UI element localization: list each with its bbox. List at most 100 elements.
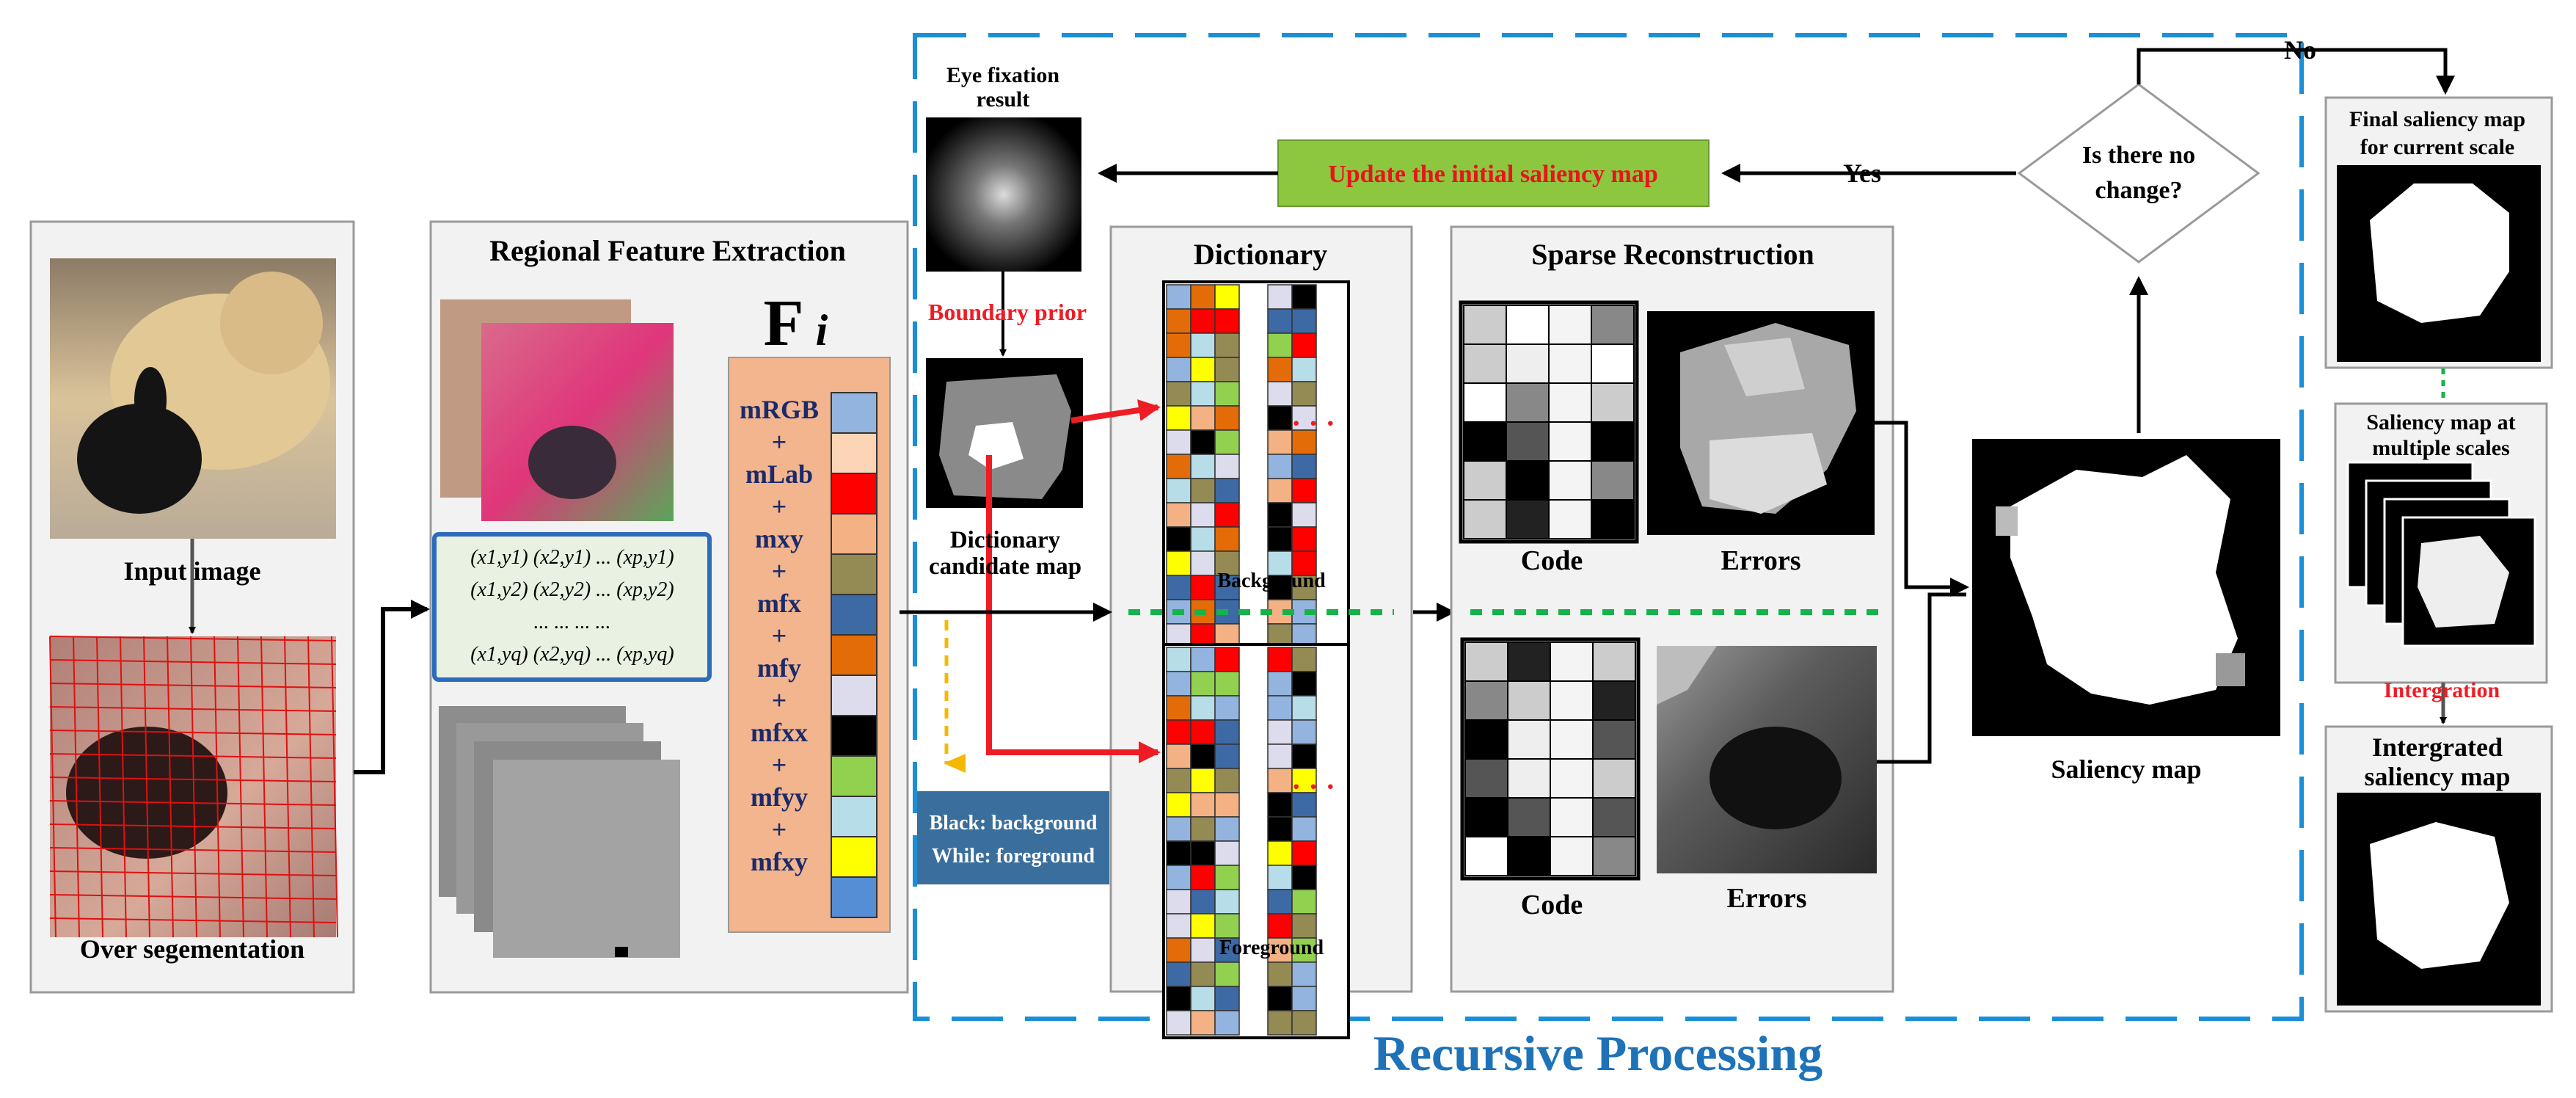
boundary-prior-label: Boundary prior: [928, 299, 1087, 325]
eye-fixation-image: [926, 117, 1081, 272]
dictionary-atom: [1166, 937, 1192, 963]
dictionary-atom: [1267, 816, 1293, 842]
multi-label-2: multiple scales: [2372, 436, 2510, 460]
dictionary-atom: [1190, 357, 1216, 382]
code-cell: [1591, 499, 1635, 539]
dictionary-atom: [1166, 405, 1192, 431]
multi-scale-images: [2346, 461, 2536, 647]
code-cell: [1591, 305, 1635, 345]
dictionary-atom: [1267, 768, 1293, 793]
dictionary-atom: [1190, 671, 1216, 697]
code-cell: [1548, 460, 1592, 501]
dictionary-atom: [1214, 913, 1240, 939]
dictionary-atom: [1214, 332, 1240, 358]
dictionary-atom: [1214, 792, 1240, 818]
background-label: Background: [1217, 570, 1326, 592]
dictionary-atom: [1267, 695, 1293, 721]
feature-name: mxy: [755, 524, 803, 553]
feature-cell: [831, 715, 877, 757]
dictionary-atom: [1166, 526, 1192, 552]
dictionary-atom: [1166, 792, 1192, 818]
dictionary-atom: [1214, 454, 1240, 479]
dictionary-atom: [1166, 986, 1192, 1011]
dictionary-atom: [1190, 937, 1216, 963]
dictionary-atom: [1166, 575, 1192, 600]
code-cell: [1506, 305, 1550, 345]
feature-name: mLab: [745, 459, 813, 489]
errors-map-bottom: [1657, 646, 1877, 873]
recursive-region: [913, 33, 2304, 1021]
feature-name: mfy: [757, 653, 801, 683]
dictionary-atom: [1214, 743, 1240, 769]
dictionary-atom: [1190, 429, 1216, 455]
dictionary-atom: [1190, 575, 1216, 600]
sparse-title: Sparse Reconstruction: [1531, 238, 1814, 271]
no-label: No: [2284, 35, 2316, 65]
dots-top: · · ·: [1291, 407, 1335, 440]
dictionary-atom: [1291, 671, 1317, 697]
dictionary-atom: [1291, 526, 1317, 552]
dictionary-atom: [1190, 647, 1216, 672]
dictionary-atom: [1166, 284, 1192, 310]
code-cell: [1507, 680, 1551, 721]
code-cell: [1591, 382, 1635, 423]
dictionary-atom: [1190, 502, 1216, 528]
integration-label: Intergration: [2384, 678, 2500, 702]
dictionary-atom: [1291, 478, 1317, 503]
dictionary-atom: [1166, 671, 1192, 697]
code-label-top: Code: [1521, 545, 1583, 576]
dictionary-atom: [1291, 986, 1317, 1011]
input-image-label: Input image: [123, 556, 260, 586]
code-cell: [1463, 343, 1507, 384]
dictionary-atom: [1267, 913, 1293, 939]
feature-plus: +: [772, 750, 787, 779]
background-dictionary: [1162, 280, 1350, 677]
dictionary-atom: [1214, 768, 1240, 793]
code-cell: [1464, 797, 1508, 837]
dictionary-atom: [1267, 454, 1293, 479]
feature-panel-title: Regional Feature Extraction: [489, 234, 846, 267]
dictionary-atom: [1267, 840, 1293, 866]
code-cell: [1592, 836, 1636, 876]
code-cell: [1550, 758, 1594, 799]
dictionary-atom: [1166, 1010, 1192, 1036]
red-arrow-background: [1070, 399, 1161, 423]
code-cell: [1550, 680, 1594, 721]
red-arrow-foreground: [986, 455, 1161, 763]
integrated-saliency-image: [2337, 793, 2541, 1006]
recursive-processing-label: Recursive Processing: [1373, 1025, 1823, 1081]
matrix-row-3: ... ... ... ...: [534, 611, 611, 633]
dictionary-atom: [1190, 768, 1216, 793]
integrated-label-1: Intergrated: [2372, 732, 2503, 762]
dictionary-atom: [1190, 719, 1216, 745]
dictionary-atom: [1291, 719, 1317, 745]
dictionary-atom: [1291, 332, 1317, 358]
dictionary-atom: [1267, 647, 1293, 672]
feature-cell: [831, 553, 877, 595]
dictionary-atom: [1267, 792, 1293, 818]
code-cell: [1464, 719, 1508, 760]
code-cell: [1507, 758, 1551, 799]
code-cell: [1591, 343, 1635, 384]
dictionary-atom: [1190, 961, 1216, 987]
integrated-label-2: saliency map: [2364, 762, 2510, 791]
dictionary-atom: [1166, 332, 1192, 358]
bottom-errors-to-saliency-line: [1877, 592, 1966, 764]
feature-plus: +: [772, 686, 787, 715]
code-cell: [1591, 460, 1635, 501]
dict-candidate-label-1: Dictionary: [950, 527, 1061, 553]
dictionary-atom: [1190, 816, 1216, 842]
dictionary-atom: [1267, 357, 1293, 382]
code-cell: [1464, 680, 1508, 721]
over-segmentation-image: [49, 636, 338, 938]
code-cell: [1592, 641, 1636, 682]
legend-box: [917, 791, 1109, 884]
feature-cell: [831, 755, 877, 797]
fi-subscript: i: [816, 306, 828, 355]
dictionary-atom: [1190, 986, 1216, 1011]
dictionary-atom: [1291, 647, 1317, 672]
matrix-row-4: (x1,yq) (x2,yq) ... (xp,yq): [470, 643, 674, 666]
code-cell: [1548, 305, 1592, 345]
dictionary-atom: [1267, 526, 1293, 552]
